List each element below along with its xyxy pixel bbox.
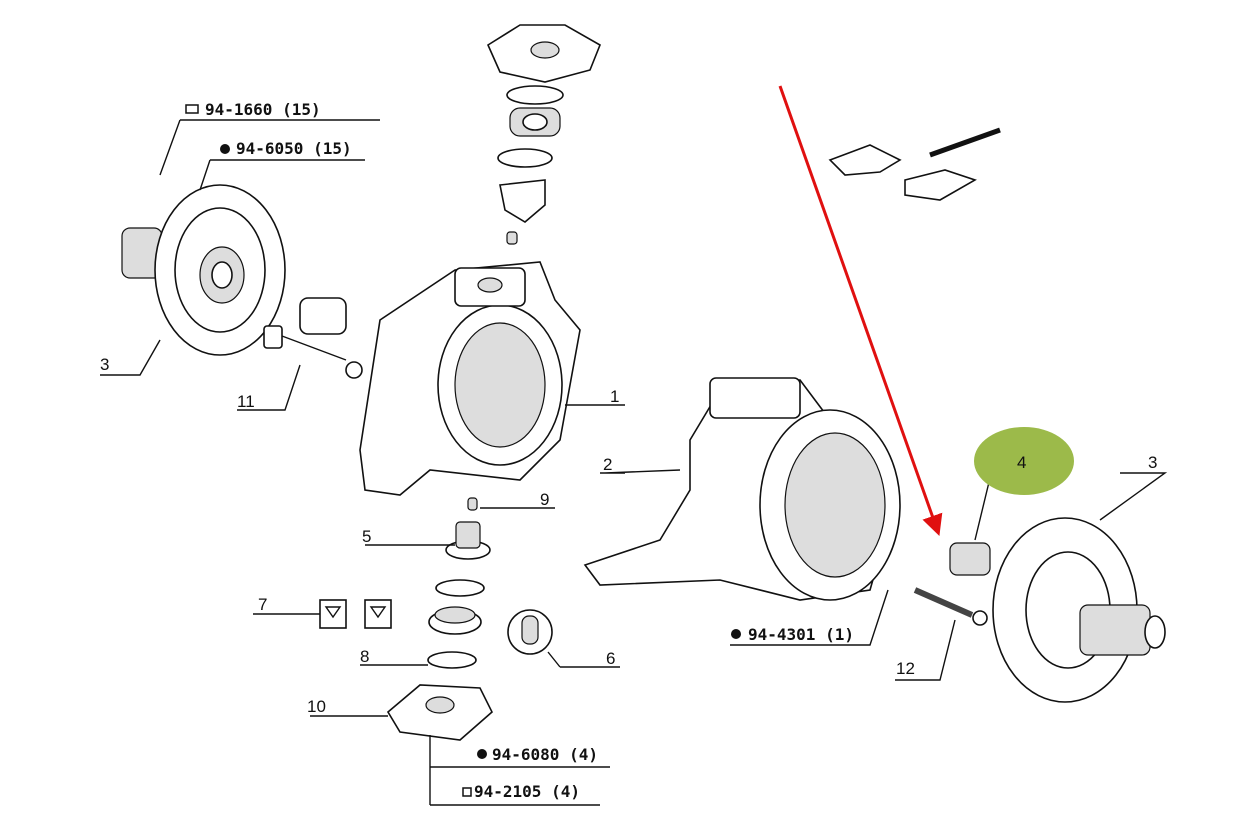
part-number-nut-top: 94-6050 (15) [236, 139, 352, 158]
callout-2: 2 [603, 455, 612, 474]
direction-arrows-icon [828, 127, 1001, 201]
plug-9 [467, 497, 478, 511]
part-number-nut-right: 94-4301 (1) [748, 625, 854, 644]
callout-1: 1 [610, 387, 619, 406]
left-bolt [263, 325, 363, 379]
part-number-bolt-bottom: 94-2105 (4) [474, 782, 580, 801]
king-pin-5 [445, 521, 491, 560]
callout-3-right: 3 [1148, 453, 1157, 472]
seal-pair-7 [319, 599, 392, 629]
ring-8 [427, 651, 477, 669]
callout-5: 5 [362, 527, 371, 546]
o-ring [435, 579, 485, 597]
right-bushing [949, 542, 991, 576]
nut-icon [220, 144, 230, 154]
left-flange [121, 184, 286, 356]
callout-4: 4 [1017, 453, 1026, 472]
leader-lines [100, 119, 1168, 806]
right-flange [992, 517, 1166, 703]
red-pointer-arrow [778, 85, 943, 536]
part-number-bolt-top: 94-1660 (15) [205, 100, 321, 119]
callout-11: 11 [237, 392, 255, 411]
nut-icon [477, 749, 487, 759]
callout-9: 9 [540, 490, 549, 509]
left-bushing [299, 297, 347, 335]
left-knuckle [359, 261, 581, 496]
callout-6: 6 [606, 649, 615, 668]
highlight-ellipse [974, 427, 1074, 495]
callout-7: 7 [258, 595, 267, 614]
bearing [428, 606, 482, 635]
right-knuckle [583, 377, 901, 601]
nut-icon [731, 629, 741, 639]
right-bolt [913, 587, 988, 626]
grease-nipple-6 [507, 609, 553, 655]
part-number-nut-bottom: 94-6080 (4) [492, 745, 598, 764]
bolt-icon [185, 104, 199, 114]
top-cap [486, 24, 602, 245]
lower-cap-10 [386, 684, 493, 741]
callout-8: 8 [360, 647, 369, 666]
callout-12: 12 [896, 659, 915, 678]
bolt-icon [462, 787, 472, 797]
callout-3-left: 3 [100, 355, 109, 374]
callout-10: 10 [307, 697, 326, 716]
